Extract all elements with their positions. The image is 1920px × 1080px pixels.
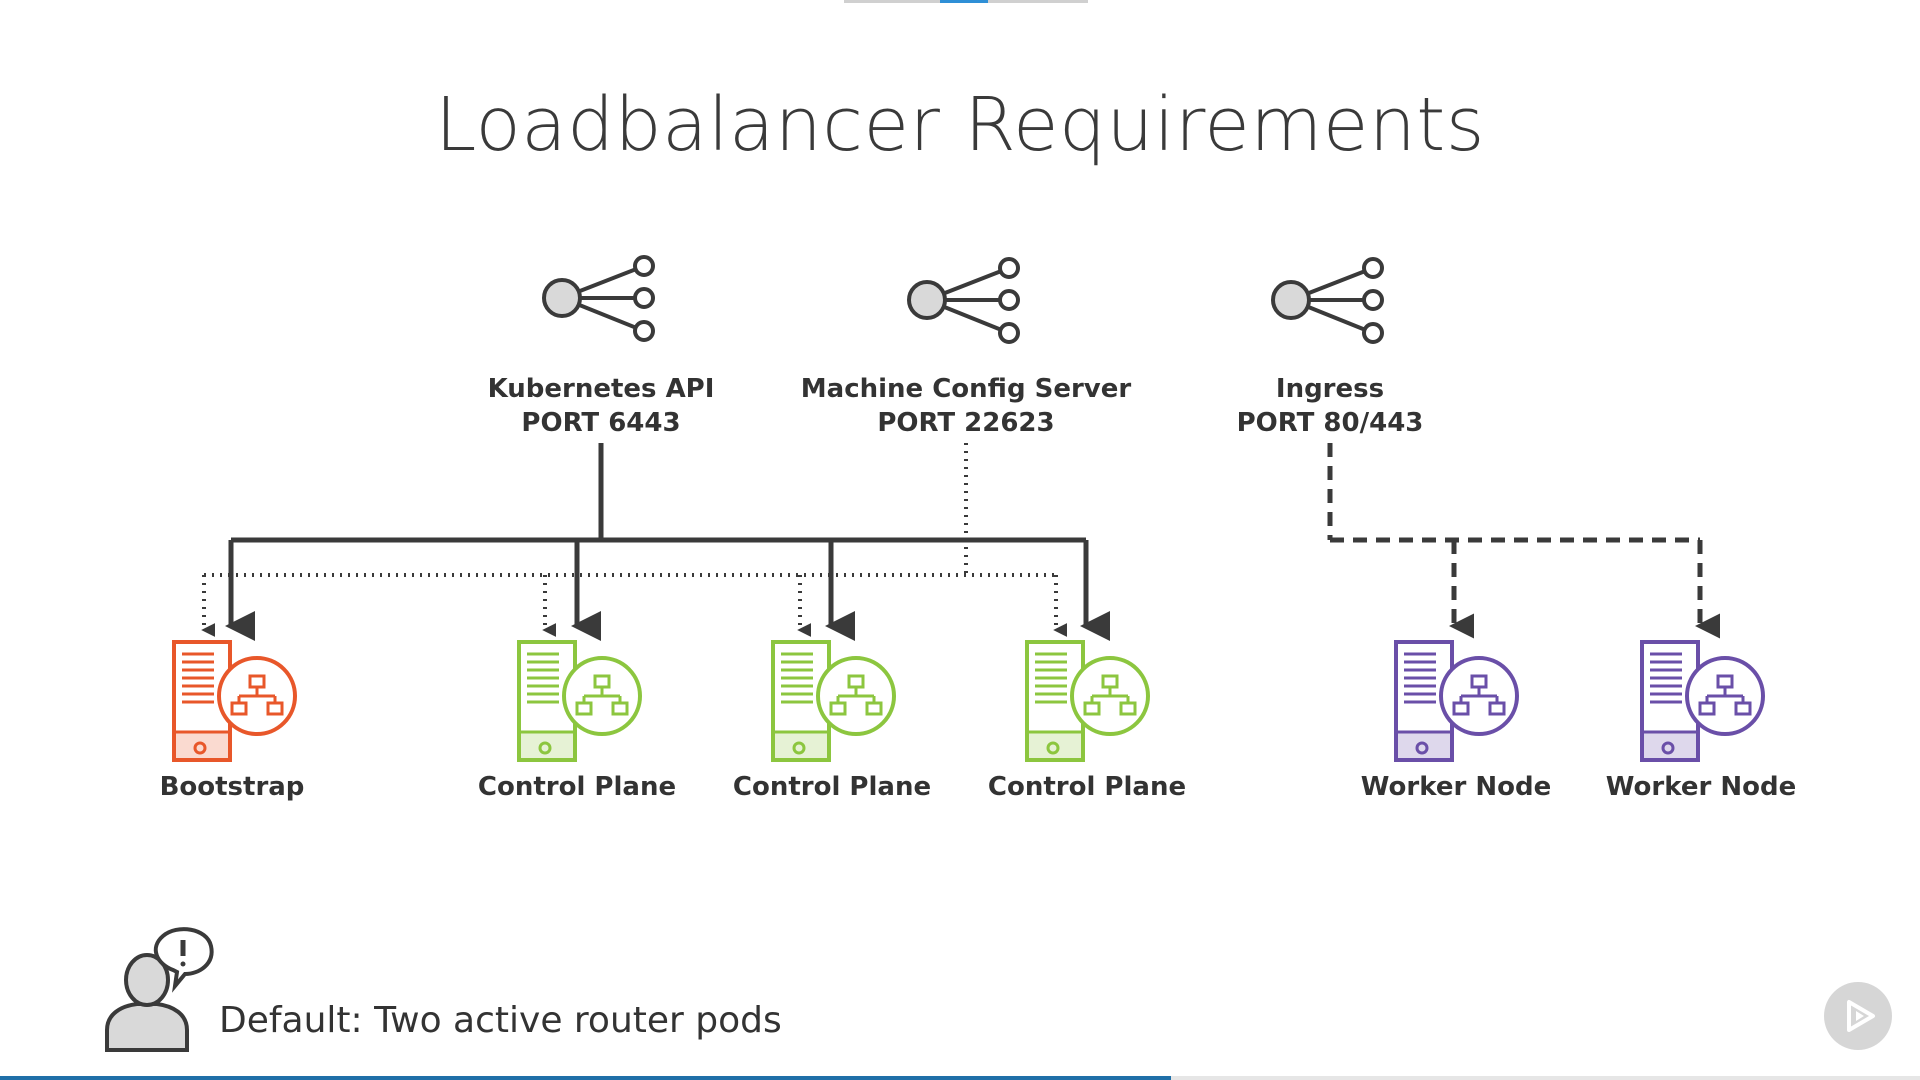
ingress-lb-icon	[1271, 257, 1384, 344]
node-label-control-plane: Control Plane	[988, 772, 1186, 802]
node-label-worker: Worker Node	[1361, 772, 1551, 802]
top-tab-indicator	[844, 0, 1088, 3]
node-label-bootstrap: Bootstrap	[160, 772, 305, 802]
note-text: Default: Two active router pods	[219, 1000, 782, 1041]
worker-server-icon	[1640, 640, 1765, 762]
machine-config-lb-icon	[907, 257, 1020, 344]
play-icon	[1847, 1000, 1875, 1032]
page-title: Loadbalancer Requirements	[435, 82, 1485, 168]
lb-name-machine-config: Machine Config Server	[801, 374, 1132, 404]
node-label-control-plane: Control Plane	[733, 772, 931, 802]
bootstrap-server-icon	[172, 640, 297, 762]
node-label-control-plane: Control Plane	[478, 772, 676, 802]
kubernetes-api-lb-icon	[542, 255, 655, 342]
control-plane-server-icon	[517, 640, 642, 762]
node-label-worker: Worker Node	[1606, 772, 1796, 802]
lb-port-ingress: PORT 80/443	[1237, 408, 1424, 438]
lb-name-ingress: Ingress	[1276, 374, 1384, 404]
player-button[interactable]	[1824, 982, 1892, 1050]
machine-config-connectors	[201, 443, 1068, 637]
kubernetes-api-connectors	[225, 443, 1110, 641]
ingress-connectors	[1327, 443, 1720, 639]
lb-port-machine-config: PORT 22623	[877, 408, 1054, 438]
playback-progress-bar[interactable]	[0, 1076, 1920, 1080]
lb-name-kubernetes-api: Kubernetes API	[488, 374, 715, 404]
person-alert-icon	[105, 927, 214, 1052]
worker-server-icon	[1394, 640, 1519, 762]
control-plane-server-icon	[771, 640, 896, 762]
playback-progress-fill	[0, 1076, 1172, 1080]
lb-port-kubernetes-api: PORT 6443	[521, 408, 680, 438]
control-plane-server-icon	[1025, 640, 1150, 762]
